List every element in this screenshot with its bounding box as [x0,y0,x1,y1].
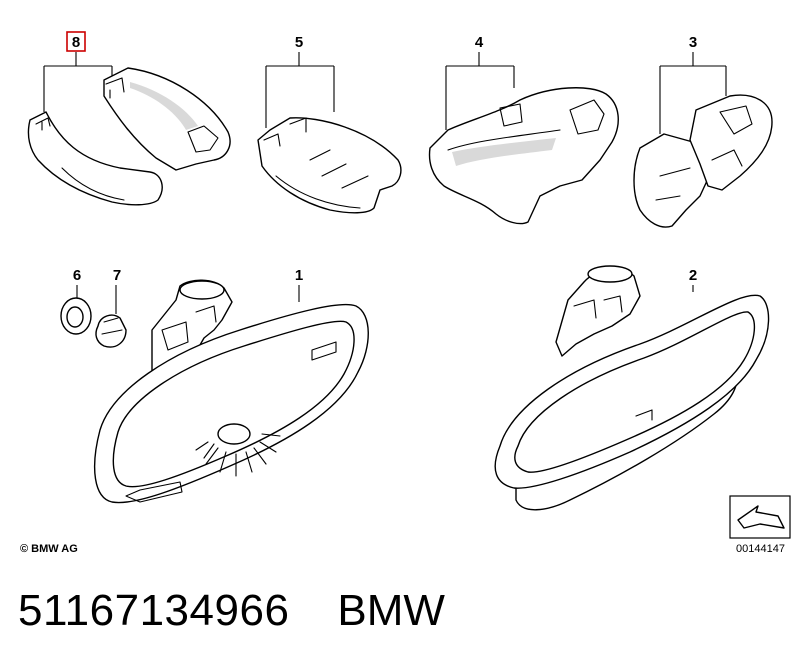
part-number: 51167134966 [18,586,290,635]
part-8-lower-half [27,111,163,206]
part-5-cover: 5 [257,34,402,214]
copyright-label: © BMW AG [20,543,78,555]
callout-4: 4 [475,34,484,51]
part-8-cover: 8 [27,31,231,206]
footer: 51167134966 BMW [18,586,445,636]
arrow-icon [737,505,785,529]
part-5-body [257,117,402,214]
part-3-right-half [689,94,773,191]
callout-8-highlight-box [66,31,86,52]
part-8-upper-half [103,67,231,171]
part-4-body [428,87,619,225]
part-2-mount [555,269,641,357]
callout-6: 6 [73,267,81,284]
brand-label: BMW [337,586,445,635]
part-3-cover: 3 [633,34,773,228]
part-4-cover: 4 [428,34,619,225]
diagram-id: 00144147 [736,543,785,555]
leader-4 [445,52,515,130]
callout-5: 5 [295,34,303,51]
part-7-clip: 7 [95,267,127,348]
callout-8: 8 [72,34,80,51]
callout-7: 7 [113,267,121,284]
callout-2: 2 [689,267,697,284]
part-1-mirror-glass [112,320,355,488]
callout-3: 3 [689,34,697,51]
part-2-mirror-glass [514,311,755,473]
part-1-mirror: 1 [94,267,369,504]
leader-5 [265,52,335,128]
callout-1: 1 [295,267,303,284]
part-6-grommet: 6 [60,267,92,335]
part-2-mirror: 2 [494,265,770,511]
part-3-left-half [633,133,713,228]
diagram-symbol [729,495,791,539]
leader-3 [659,52,727,134]
leader-8 [43,52,113,112]
